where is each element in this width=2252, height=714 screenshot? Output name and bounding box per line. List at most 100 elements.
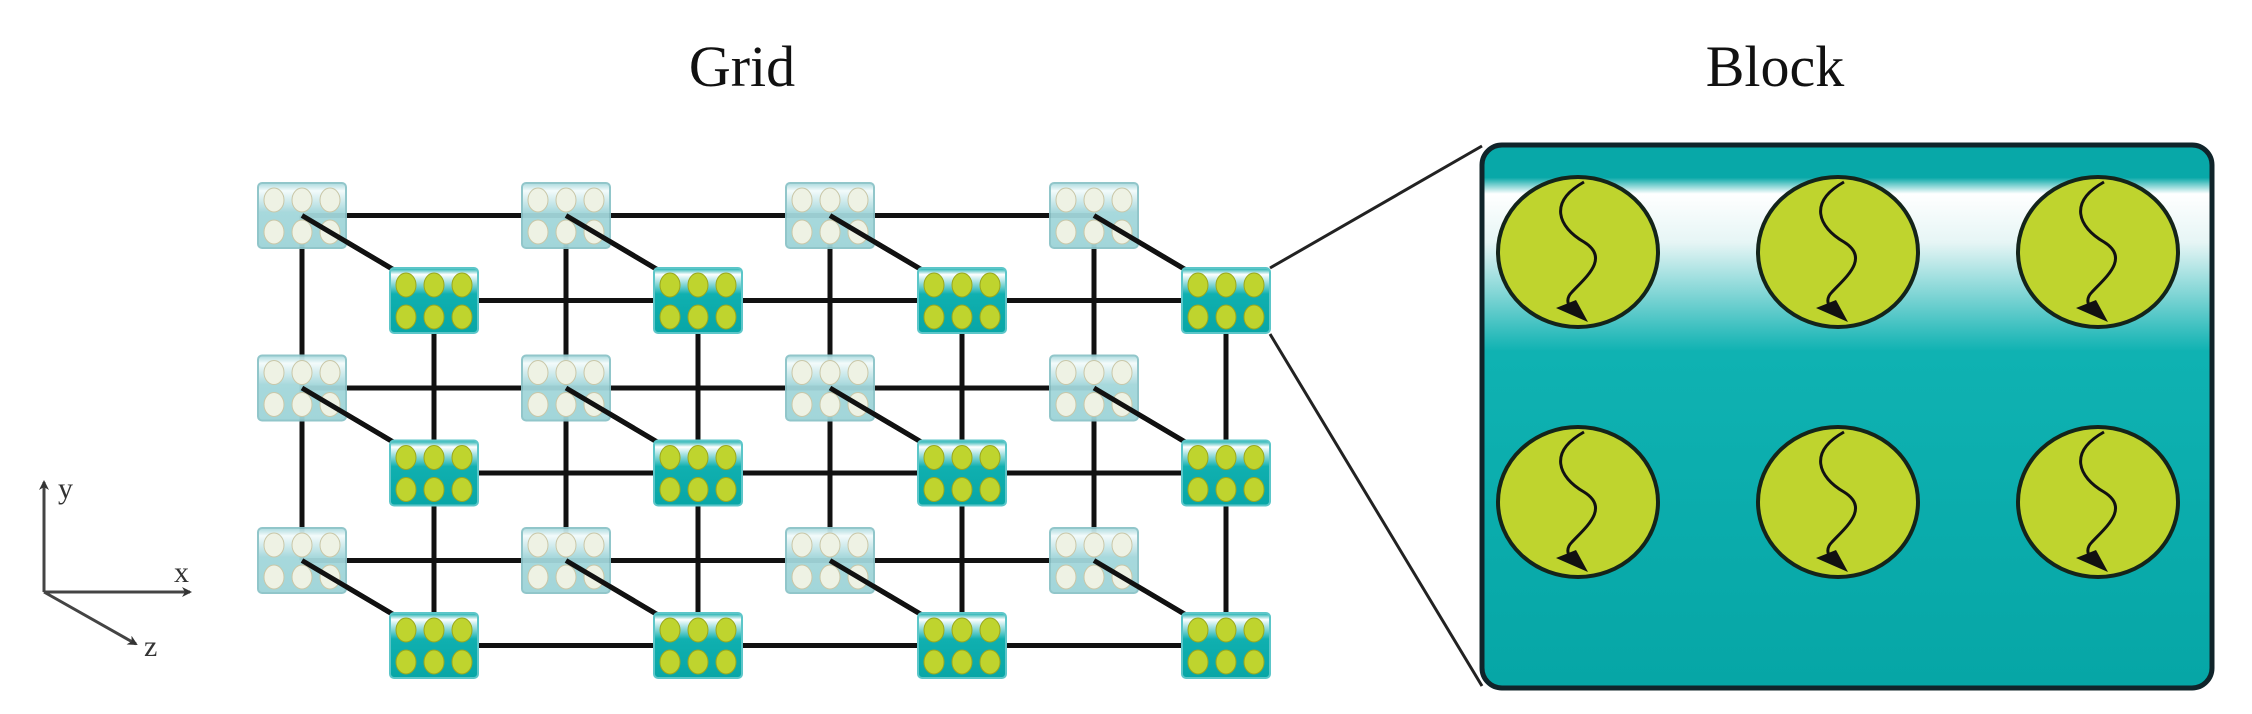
thread-icon <box>819 187 841 213</box>
thread-icon <box>1243 304 1265 330</box>
thread-icon <box>847 360 869 385</box>
thread-icon <box>951 272 973 298</box>
thread-circle <box>2016 175 2180 329</box>
thread-icon <box>1083 187 1105 213</box>
front-block <box>389 267 479 334</box>
front-block <box>389 612 479 679</box>
thread-icon <box>1187 649 1209 675</box>
thread <box>1496 425 1660 579</box>
front-block <box>653 439 743 507</box>
zoom-line-bottom <box>1268 333 1484 687</box>
thread-icon <box>263 392 285 417</box>
thread-icon <box>1083 219 1105 245</box>
front-block <box>1181 267 1271 334</box>
thread-icon <box>291 360 313 385</box>
thread <box>1756 175 1920 329</box>
thread-icon <box>923 617 945 643</box>
thread <box>1756 425 1920 579</box>
thread-icon <box>527 532 549 558</box>
thread-icon <box>951 617 973 643</box>
thread-icon <box>555 360 577 385</box>
thread-icon <box>1215 304 1237 330</box>
thread-icon <box>451 617 473 643</box>
thread-icon <box>583 187 605 213</box>
thread-icon <box>527 219 549 245</box>
thread-icon <box>951 304 973 330</box>
arrowhead-icon <box>2076 550 2108 572</box>
thread-icon <box>291 219 313 245</box>
thread-icon <box>1055 392 1077 417</box>
wavy-arrow-icon <box>2079 180 2118 318</box>
block-title: Block <box>1706 34 1845 99</box>
thread-icon <box>979 649 1001 675</box>
thread-icon <box>527 360 549 385</box>
thread-icon <box>527 392 549 417</box>
front-block <box>389 439 479 507</box>
thread-icon <box>291 532 313 558</box>
z-axis-label: z <box>144 630 157 663</box>
thread-icon <box>423 617 445 643</box>
thread-icon <box>715 477 737 502</box>
axes-indicator: y x z <box>39 472 192 663</box>
thread-icon <box>291 564 313 590</box>
front-block <box>1181 439 1271 507</box>
thread-icon <box>791 219 813 245</box>
arrowhead-icon <box>2076 300 2108 322</box>
thread-icon <box>555 392 577 417</box>
layer-connector-line <box>1092 385 1188 445</box>
thread-icon <box>979 445 1001 470</box>
thread-icon <box>1243 272 1265 298</box>
thread-icon <box>527 564 549 590</box>
thread-icon <box>1243 649 1265 675</box>
thread-icon <box>1083 360 1105 385</box>
thread-icon <box>715 304 737 330</box>
thread-icon <box>979 477 1001 502</box>
thread-icon <box>291 392 313 417</box>
back-layer-blocks <box>257 182 1188 618</box>
thread-icon <box>451 445 473 470</box>
thread-icon <box>1215 477 1237 502</box>
thread-icon <box>319 532 341 558</box>
thread-icon <box>819 219 841 245</box>
thread-circle <box>1496 175 1660 329</box>
thread-icon <box>451 272 473 298</box>
thread-icon <box>451 304 473 330</box>
front-block <box>917 439 1007 507</box>
layer-connector-line <box>1092 558 1188 618</box>
thread-icon <box>715 617 737 643</box>
thread-icon <box>715 445 737 470</box>
thread-icon <box>659 304 681 330</box>
thread-icon <box>951 477 973 502</box>
thread-icon <box>263 532 285 558</box>
layer-connector-line <box>828 558 924 618</box>
thread-icon <box>847 187 869 213</box>
thread-icon <box>555 219 577 245</box>
thread-icon <box>819 532 841 558</box>
thread-icon <box>715 649 737 675</box>
thread-icon <box>791 564 813 590</box>
thread-icon <box>951 445 973 470</box>
zoom-callout-lines <box>1268 144 1484 687</box>
thread-icon <box>263 360 285 385</box>
thread-icon <box>687 477 709 502</box>
thread-icon <box>1215 617 1237 643</box>
thread-icon <box>687 617 709 643</box>
thread-icon <box>555 564 577 590</box>
thread-icon <box>1083 564 1105 590</box>
wavy-arrow-icon <box>2079 430 2118 568</box>
layer-connector-line <box>564 558 660 618</box>
grid-title: Grid <box>689 34 795 99</box>
thread-icon <box>423 445 445 470</box>
thread-circle <box>1756 425 1920 579</box>
thread-icon <box>395 304 417 330</box>
thread-icon <box>715 272 737 298</box>
thread-icon <box>979 304 1001 330</box>
thread-icon <box>1215 649 1237 675</box>
thread-icon <box>819 564 841 590</box>
thread-icon <box>659 477 681 502</box>
wavy-arrow-icon <box>1819 430 1858 568</box>
thread-icon <box>1243 477 1265 502</box>
thread-icon <box>423 304 445 330</box>
thread-icon <box>687 649 709 675</box>
